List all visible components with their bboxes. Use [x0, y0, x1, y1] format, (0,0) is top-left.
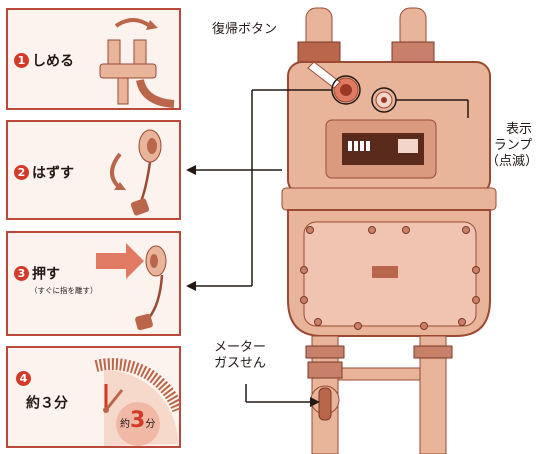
press-button-illustration [96, 243, 167, 331]
lamp-label: 表示 ランプ （点滅） [486, 122, 539, 169]
step-4-badge-wrap: 4 [16, 368, 34, 387]
step-number-badge: 4 [16, 371, 31, 386]
timer-dial-illustration [94, 358, 180, 446]
step-3-note: （すぐに指を離す） [30, 286, 98, 295]
gas-valve-label: メーター ガスせん [214, 340, 267, 371]
cap-remove-illustration [110, 129, 162, 216]
step-number-badge: 3 [14, 266, 29, 281]
gas-meter-illustration [281, 7, 497, 454]
step-number-badge: 1 [14, 53, 29, 68]
step-number-badge: 2 [14, 165, 29, 180]
step-4-title: 約３分 [26, 395, 68, 412]
reset-button-label: 復帰ボタン [212, 22, 278, 37]
dial-label: 約3分 [120, 408, 156, 433]
step-4-box: 4 約３分 約3分 [6, 346, 181, 448]
valve-close-illustration [99, 18, 175, 108]
